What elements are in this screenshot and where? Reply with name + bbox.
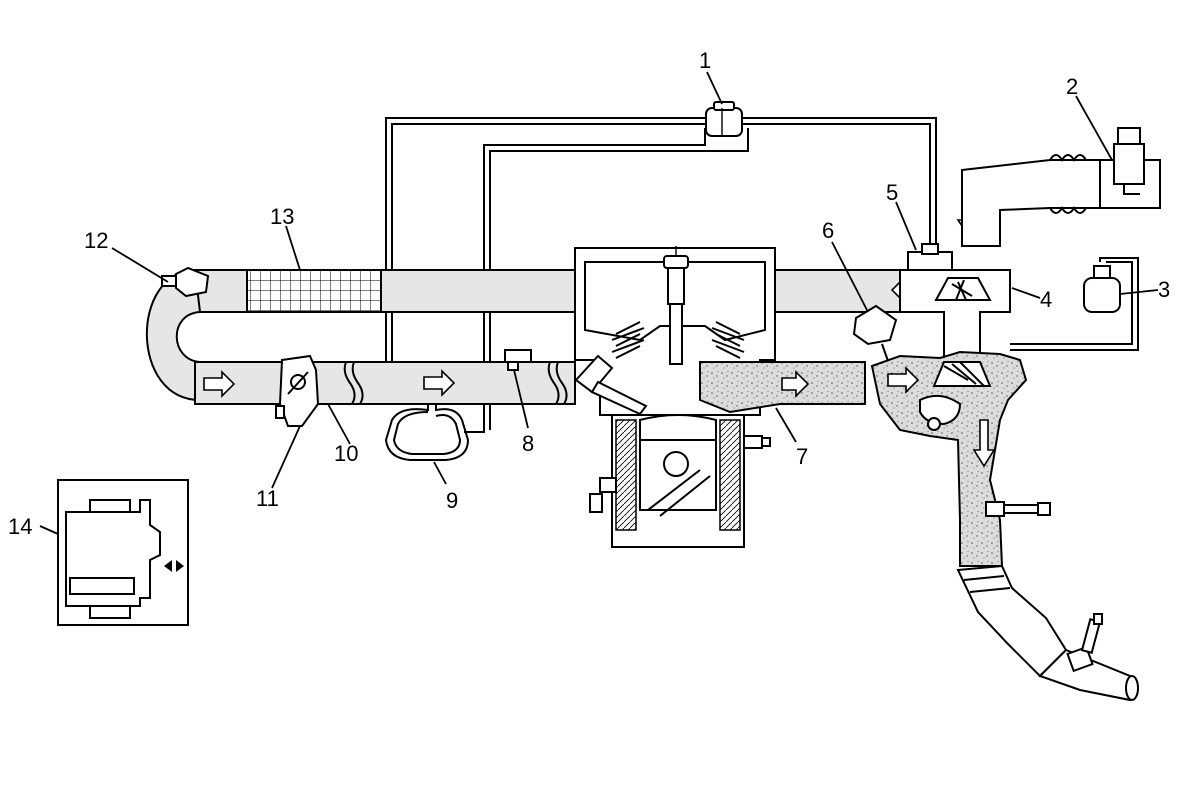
vacuum-solenoid — [705, 101, 743, 137]
charge-air-cooler — [246, 269, 382, 313]
flow-arrow-icon — [972, 419, 996, 468]
callout-5: 5 — [886, 180, 898, 205]
callout-8: 8 — [522, 431, 534, 456]
callout-13: 13 — [270, 204, 294, 229]
flow-arrow-icon — [781, 370, 810, 398]
callout-6: 6 — [822, 218, 834, 243]
callout-14: 14 — [8, 514, 32, 539]
flow-arrow-icon — [423, 369, 456, 397]
flow-arrow-icon — [887, 366, 920, 394]
callout-11: 11 — [256, 486, 279, 511]
callout-7: 7 — [796, 444, 808, 469]
engine-control-module — [57, 479, 189, 626]
callout-labels: 1 2 3 4 5 6 7 8 9 10 11 12 13 14 — [8, 48, 1170, 539]
callout-10: 10 — [334, 441, 358, 466]
mass-airflow-sensor — [1113, 127, 1145, 195]
turbine-housing — [870, 350, 1028, 567]
intake-sensor — [504, 349, 532, 371]
callout-1: 1 — [699, 48, 711, 73]
cylinder-block — [611, 414, 745, 548]
duct-break — [343, 361, 568, 405]
exhaust-port — [699, 361, 866, 414]
callout-3: 3 — [1158, 277, 1170, 302]
flow-arrow-icon — [203, 370, 236, 398]
callout-2: 2 — [1066, 74, 1078, 99]
bypass-valve-actuator — [1083, 265, 1121, 313]
oxygen-sensor-upper — [985, 501, 1051, 517]
callout-4: 4 — [1040, 287, 1052, 312]
callout-12: 12 — [84, 228, 108, 253]
turbo-compressor — [899, 269, 1011, 363]
intake-loop-tube — [384, 404, 485, 461]
u-bend-duct — [145, 268, 202, 402]
callout-9: 9 — [446, 488, 458, 513]
charge-air-sensor — [161, 266, 210, 298]
throttle-body — [275, 354, 320, 427]
leader-lines — [39, 71, 1159, 535]
bidirectional-arrow-icon — [164, 560, 184, 572]
oxygen-sensor-lower — [1066, 613, 1103, 673]
catalytic-converter — [956, 564, 1139, 702]
block-sensors — [589, 435, 771, 513]
boost-solenoid — [907, 243, 953, 271]
